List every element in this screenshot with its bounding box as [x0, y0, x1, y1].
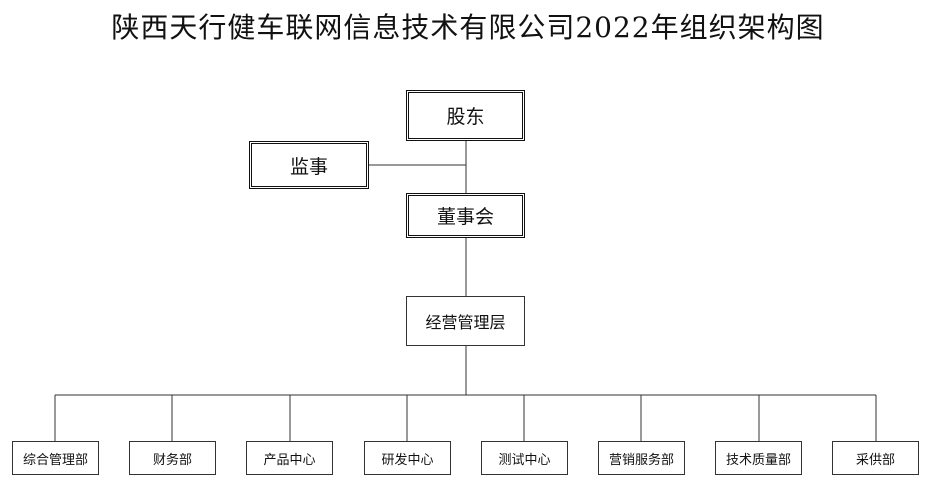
dept-label: 产品中心 [263, 452, 316, 468]
node-management-label: 经营管理层 [425, 313, 506, 332]
dept-box-1: 综合管理部 [12, 441, 99, 475]
dept-label: 综合管理部 [22, 452, 88, 468]
node-supervisor: 监事 [249, 141, 369, 189]
node-shareholders-label: 股东 [446, 106, 485, 128]
dept-box-8: 采供部 [832, 441, 919, 475]
dept-label: 技术质量部 [725, 452, 791, 468]
dept-box-2: 财务部 [129, 441, 216, 475]
dept-box-5: 测试中心 [481, 441, 568, 475]
dept-label: 财务部 [152, 452, 192, 468]
node-board-label: 董事会 [436, 206, 494, 228]
dept-label: 采供部 [855, 452, 895, 468]
node-management: 经营管理层 [406, 296, 525, 346]
dept-label: 研发中心 [381, 452, 434, 468]
dept-label: 测试中心 [498, 452, 551, 468]
dept-box-4: 研发中心 [364, 441, 451, 475]
dept-box-7: 技术质量部 [715, 441, 802, 475]
node-board: 董事会 [406, 193, 525, 238]
node-supervisor-label: 监事 [289, 155, 328, 178]
chart-title: 陕西天行健车联网信息技术有限公司2022年组织架构图 [111, 11, 825, 44]
node-shareholders: 股东 [406, 90, 525, 141]
dept-box-3: 产品中心 [246, 441, 333, 475]
dept-box-6: 营销服务部 [598, 441, 685, 475]
dept-label: 营销服务部 [608, 452, 674, 468]
